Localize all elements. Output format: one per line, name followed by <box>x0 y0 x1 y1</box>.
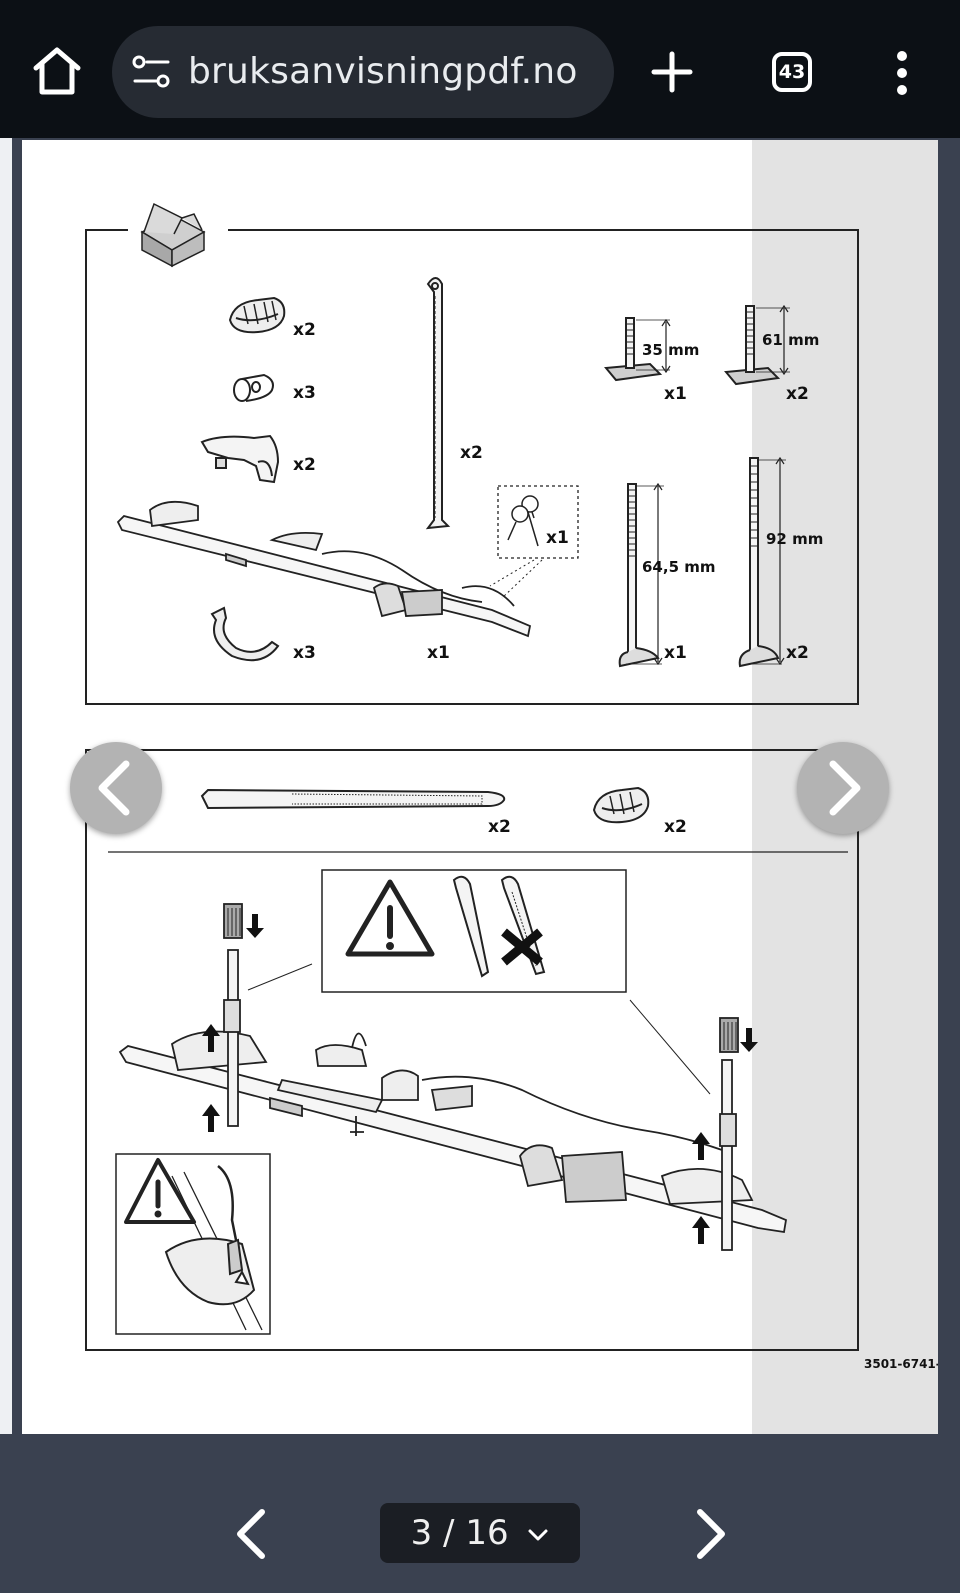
next-page-button[interactable] <box>690 1506 730 1562</box>
browser-toolbar: bruksanvisningpdf.no 43 <box>0 0 960 138</box>
dim-61mm: 61 mm <box>762 331 819 349</box>
chevron-left-icon <box>98 760 130 816</box>
qty-pad-2: x2 <box>664 817 687 837</box>
previous-page-edge <box>0 138 12 1434</box>
bolt-35mm-part <box>604 317 671 382</box>
qty-hook: x3 <box>293 643 316 663</box>
chevron-right-icon <box>829 760 861 816</box>
strap-bar-part <box>425 277 451 530</box>
qty-carrier: x1 <box>427 643 450 663</box>
more-menu-icon[interactable] <box>896 50 908 96</box>
previous-page-button[interactable] <box>232 1506 272 1562</box>
qty-clamp-jaw: x2 <box>293 455 316 475</box>
inset-detail <box>124 1158 263 1331</box>
rubber-pad-part-2 <box>592 786 650 824</box>
qty-bolt-61: x2 <box>786 384 809 404</box>
url-text: bruksanvisningpdf.no <box>188 51 578 92</box>
direction-arrows <box>202 914 758 1244</box>
qty-bolt-92: x2 <box>786 643 809 663</box>
tab-switcher-button[interactable]: 43 <box>772 52 812 92</box>
current-page: 3 <box>410 1513 433 1553</box>
home-icon[interactable] <box>30 44 84 98</box>
clamp-jaw-part <box>200 434 280 484</box>
qty-strap: x2 <box>488 817 511 837</box>
bolt-64-5mm-part <box>618 482 664 668</box>
package-icon <box>140 202 206 268</box>
chevron-down-icon <box>528 1529 548 1540</box>
spacer-ring-part <box>233 373 274 402</box>
assembly-diagram: x2 x3 x2 x2 x1 x1 x2 x1 x2 x3 x1 x2 x2 3… <box>85 202 938 1371</box>
address-bar[interactable]: bruksanvisningpdf.no <box>112 26 614 118</box>
site-settings-icon[interactable] <box>132 54 172 90</box>
strap-part <box>200 788 506 810</box>
warning-icon <box>345 879 435 957</box>
dim-92mm: 92 mm <box>766 530 823 548</box>
total-pages: 16 <box>465 1513 509 1553</box>
qty-strap-bar: x2 <box>460 443 483 463</box>
page-separator: / <box>443 1513 455 1553</box>
qty-bolt-64-5: x1 <box>664 643 687 663</box>
keys-part <box>507 495 539 547</box>
page-selector[interactable]: 3 / 16 <box>380 1503 580 1563</box>
carrier-part <box>116 500 532 638</box>
dim-35mm: 35 mm <box>642 341 699 359</box>
bolt-92mm-part <box>738 456 786 668</box>
bolt-61mm-part <box>724 304 790 386</box>
tab-count: 43 <box>778 61 806 83</box>
carrier-assembly-illustration <box>118 903 788 1251</box>
qty-keys: x1 <box>546 528 569 548</box>
qty-pad: x2 <box>293 320 316 340</box>
manual-page: x2 x3 x2 x2 x1 x1 x2 x1 x2 x3 x1 x2 x2 3… <box>22 140 938 1434</box>
previous-image-button[interactable] <box>70 742 162 834</box>
strap-orientation-diagram <box>452 875 546 978</box>
rubber-pad-part <box>228 296 286 334</box>
dim-64-5mm: 64,5 mm <box>642 558 716 576</box>
part-number: 3501-6741-( <box>864 1357 938 1371</box>
hook-part <box>210 606 280 662</box>
qty-ring: x3 <box>293 383 316 403</box>
new-tab-icon[interactable] <box>650 50 694 94</box>
qty-bolt-35: x1 <box>664 384 687 404</box>
next-image-button[interactable] <box>797 742 889 834</box>
